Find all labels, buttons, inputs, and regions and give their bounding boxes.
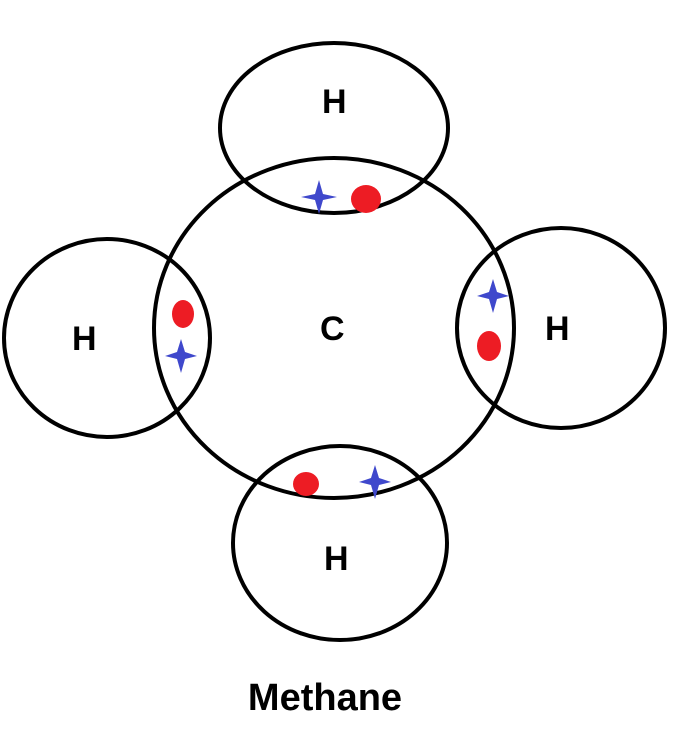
hydrogen-shell-left xyxy=(2,237,212,439)
hydrogen-label-bottom: H xyxy=(324,540,349,578)
electron-cross-icon xyxy=(359,465,391,499)
carbon-shell xyxy=(152,156,516,500)
hydrogen-label-right: H xyxy=(545,310,570,348)
hydrogen-shell-top xyxy=(218,41,450,215)
electron-dot-icon xyxy=(172,300,194,328)
diagram-title: Methane xyxy=(248,677,402,719)
hydrogen-shell-bottom xyxy=(231,444,449,642)
electron-dot-icon xyxy=(477,331,501,361)
electron-cross-icon xyxy=(165,339,197,373)
hydrogen-label-top: H xyxy=(322,83,347,121)
electron-cross-icon xyxy=(301,180,337,214)
electron-dot-icon xyxy=(293,472,319,496)
electron-cross-icon xyxy=(477,279,509,313)
electron-dot-icon xyxy=(351,185,381,213)
hydrogen-label-left: H xyxy=(72,320,97,358)
hydrogen-shell-right xyxy=(455,226,667,430)
carbon-label: C xyxy=(320,310,345,348)
